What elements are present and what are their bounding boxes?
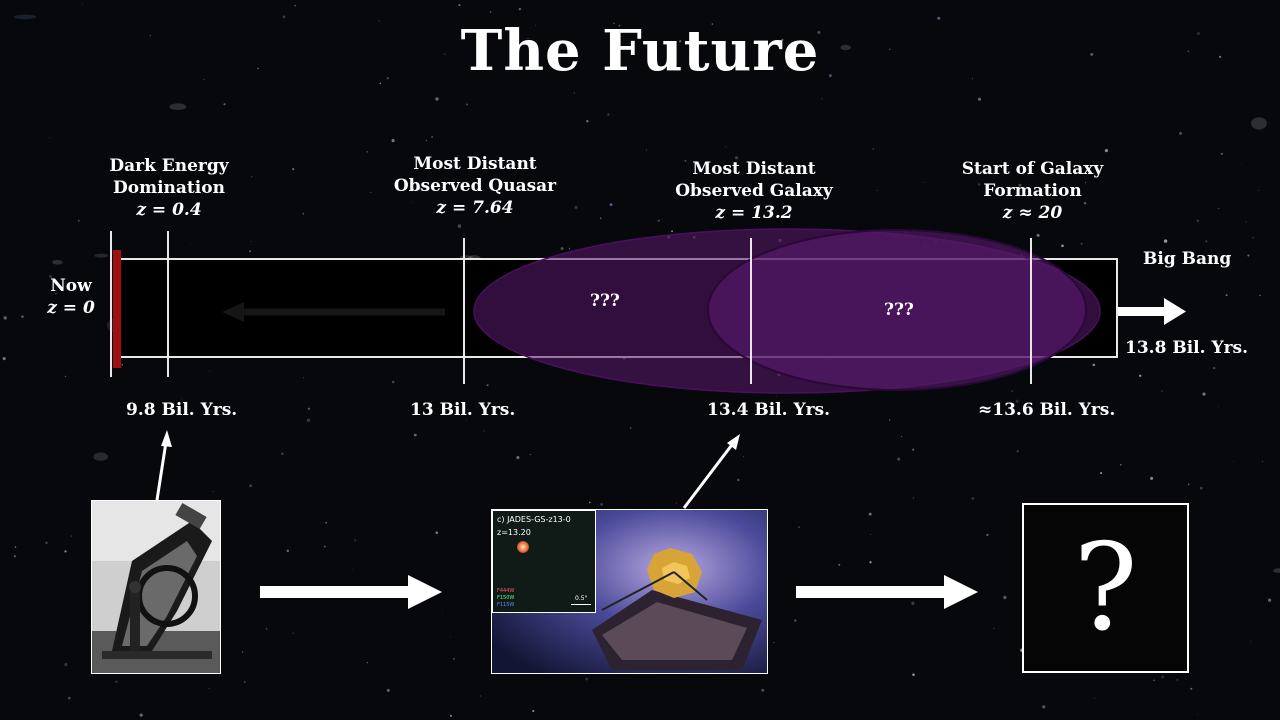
- milestone-name: Dark Energy: [109, 156, 229, 176]
- age-dark-energy: 9.8 Bil. Yrs.: [126, 400, 238, 420]
- arrow-right-icon: [796, 575, 978, 609]
- big-bang-label: Big Bang: [1143, 249, 1232, 269]
- milestone-dark-energy-label: Dark Energy Domination z = 0.4: [94, 155, 244, 221]
- milestone-name: Most Distant: [692, 159, 816, 179]
- now-label: Now z = 0: [40, 275, 102, 319]
- unknown-label-1: ???: [590, 291, 620, 311]
- hubble-telescope-photo: [91, 500, 221, 674]
- tick-galaxy-formation: [1030, 238, 1032, 384]
- milestone-name-line2: Formation: [983, 181, 1082, 201]
- milestone-redshift: z = 13.2: [715, 203, 793, 223]
- big-bang-arrow-icon: [1118, 298, 1186, 325]
- inset-id: c) JADES-GS-z13-0: [497, 515, 571, 524]
- question-mark: ?: [1073, 519, 1138, 658]
- age-galaxy: 13.4 Bil. Yrs.: [707, 400, 831, 420]
- unknown-label-2: ???: [884, 300, 914, 320]
- tick-galaxy: [750, 238, 752, 384]
- milestone-galaxy-label: Most Distant Observed Galaxy z = 13.2: [664, 158, 844, 224]
- inset-filter-1: F444W: [497, 588, 515, 594]
- milestone-redshift: z = 0.4: [136, 200, 202, 220]
- inset-scale: 0.5": [575, 595, 588, 602]
- milestone-redshift: z = 7.64: [436, 198, 514, 218]
- now-marker: [113, 250, 121, 368]
- inset-filter-3: F115W: [497, 602, 515, 608]
- tick-quasar: [463, 238, 465, 384]
- now-text: Now: [50, 276, 92, 296]
- arrow-right-icon: [260, 575, 442, 609]
- tick-dark-energy: [167, 231, 169, 377]
- milestone-name-line2: Observed Quasar: [393, 176, 557, 196]
- age-galaxy-formation: ≈13.6 Bil. Yrs.: [978, 400, 1116, 420]
- jwst-image: c) JADES-GS-z13-0 z=13.20 F444W F150W F1…: [491, 509, 768, 674]
- faint-arrow-left: [222, 302, 445, 322]
- milestone-name-line2: Observed Galaxy: [675, 181, 833, 201]
- milestone-name: Most Distant: [413, 154, 537, 174]
- milestone-quasar-label: Most Distant Observed Quasar z = 7.64: [380, 153, 570, 219]
- now-redshift: z = 0: [47, 298, 95, 318]
- age-quasar: 13 Bil. Yrs.: [410, 400, 516, 420]
- jades-inset: c) JADES-GS-z13-0 z=13.20 F444W F150W F1…: [492, 510, 596, 613]
- unknown-regions: [473, 228, 1101, 394]
- galaxy-blob: [517, 541, 529, 553]
- future-mystery-box: ?: [1022, 503, 1189, 673]
- now-tick: [110, 231, 112, 377]
- inset-redshift: z=13.20: [497, 528, 531, 537]
- unknown-region-2: [707, 229, 1087, 391]
- milestone-name: Start of Galaxy: [961, 159, 1104, 179]
- milestone-name-line2: Domination: [113, 178, 225, 198]
- inset-filter-2: F150W: [497, 595, 515, 601]
- milestone-redshift: z ≈ 20: [1002, 203, 1063, 223]
- page-title: The Future: [460, 18, 820, 84]
- milestone-galaxy-formation-label: Start of Galaxy Formation z ≈ 20: [945, 158, 1120, 224]
- big-bang-age: 13.8 Bil. Yrs.: [1125, 338, 1249, 358]
- inset-scale-bar: [571, 604, 591, 605]
